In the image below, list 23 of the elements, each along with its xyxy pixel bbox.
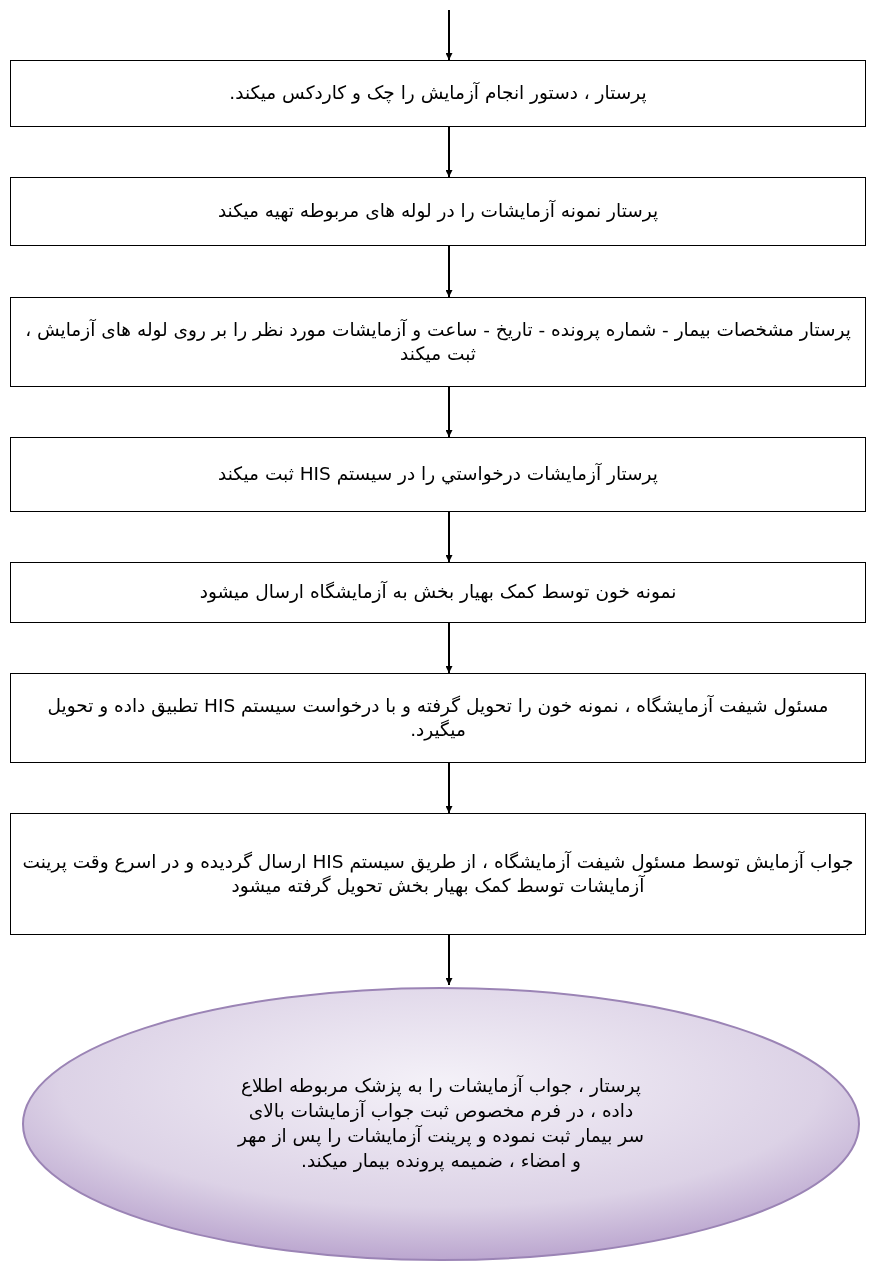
process-box (10, 297, 866, 387)
process-box (10, 60, 866, 127)
step-text: پرستار آزمایشات درخواستي را در سیستم HIS ثبت میکند (218, 462, 658, 487)
step-text: نمونه خون توسط کمک بهیار بخش به آزمایشگاه ارسال میشود (199, 580, 677, 605)
step-text: پرستار ، دستور انجام آزمایش را چک و کاردکس میکند. (229, 81, 647, 106)
arrow (445, 622, 453, 674)
process-box (10, 673, 866, 763)
step-text: جواب آزمایش توسط مسئول شیفت آزمایشگاه ، از طریق سیستم HIS ارسال گردیده و در اسرع وقت پرینت آزمایشات توسط کمک بهیار بخش تحویل گرفته میشود (21, 849, 855, 899)
step-text: پرستار مشخصات بیمار - شماره پرونده - تاریخ - ساعت و آزمایشات مورد نظر را بر روی لوله های آزمایش ، ثبت میکند (24, 317, 852, 366)
arrow (445, 511, 453, 563)
process-box (10, 813, 866, 935)
process-box (10, 562, 866, 623)
arrow (445, 386, 453, 438)
step-text: پرستار ، جواب آزمایشات را به پزشک مربوطه اطلاع داده ، در فرم مخصوص ثبت جواب آزمایشات بالای سر بیمار ثبت نموده و پرینت آزمایشات را پس از مهر و امضاء ، ضمیمه پرونده بیمار میکند. (236, 1074, 645, 1174)
arrow (445, 762, 453, 814)
arrow (445, 245, 453, 298)
step-text: پرستار نمونه آزمایشات را در لوله های مربوطه تهیه میکند (217, 199, 659, 224)
arrow (445, 9, 453, 61)
arrow (445, 934, 453, 986)
process-box (10, 437, 866, 512)
arrow (445, 126, 453, 178)
process-box (10, 177, 866, 246)
step-text: مسئول شیفت آزمایشگاه ، نمونه خون را تحویل گرفته و با درخواست سیستم HIS تطبیق داده و تحویل میگیرد. (46, 693, 830, 743)
